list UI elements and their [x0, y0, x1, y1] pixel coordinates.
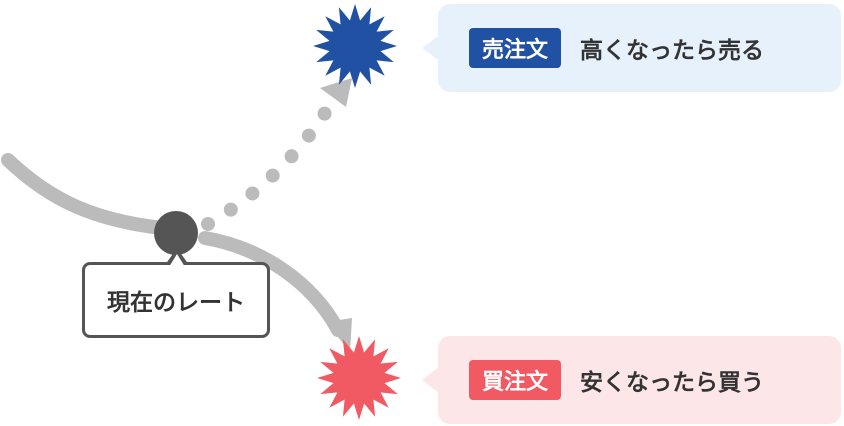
sell-order-tag: 売注文	[469, 28, 562, 68]
buy-order-callout: 買注文 安くなったら買う	[422, 336, 841, 424]
current-rate-marker	[154, 211, 198, 255]
current-rate-label: 現在のレート	[82, 248, 270, 338]
sell-order-text: 高くなったら売る	[580, 38, 765, 64]
buy-starburst-icon	[317, 336, 401, 420]
upward-dotted-path	[201, 88, 343, 231]
sell-order-callout: 売注文 高くなったら売る	[422, 4, 841, 92]
sell-starburst-icon	[313, 4, 397, 88]
buy-order-tag: 買注文	[469, 360, 562, 400]
upward-arrow-head	[320, 78, 352, 107]
current-rate-label-text: 現在のレート	[107, 290, 245, 316]
buy-order-text: 安くなったら買う	[580, 370, 765, 396]
past-price-line	[1, 153, 179, 236]
downward-price-path	[198, 231, 345, 337]
